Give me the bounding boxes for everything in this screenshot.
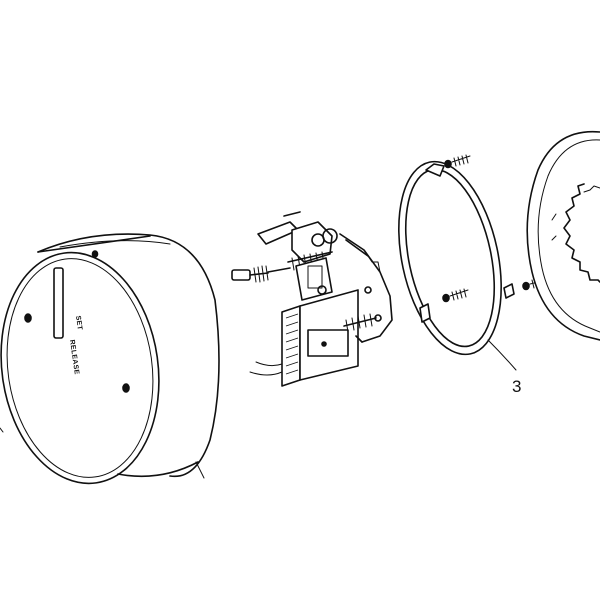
mount-hole-icon: [122, 383, 130, 393]
retaining-ring: 3: [398, 154, 549, 396]
adjusting-screw: [231, 265, 291, 283]
mount-hole-icon: [24, 313, 32, 323]
screw-icon: [444, 154, 471, 169]
mount-hole-icon: [91, 250, 99, 258]
cover-set-marking: SET: [74, 315, 83, 331]
cover-housing: SET RELEASE: [0, 233, 220, 485]
callout-3-label: 3: [512, 377, 521, 396]
screw-icon: [442, 288, 469, 303]
cover-release-marking: RELEASE: [68, 339, 80, 375]
friction-disc: [526, 130, 600, 341]
brake-mechanism: [231, 211, 393, 387]
